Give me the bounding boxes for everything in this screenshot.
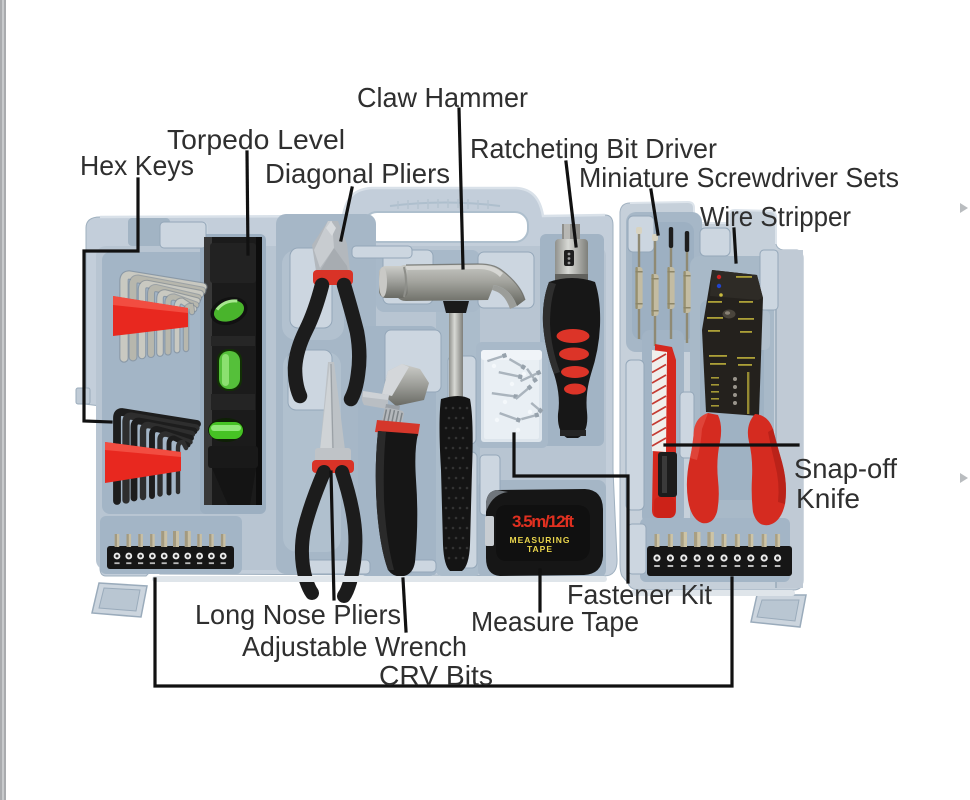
svg-text:Long Nose Pliers: Long Nose Pliers	[195, 599, 401, 630]
svg-text:3.5m/12ft: 3.5m/12ft	[512, 512, 574, 531]
svg-text:Measure Tape: Measure Tape	[471, 606, 639, 637]
svg-text:Fastener Kit: Fastener Kit	[567, 579, 712, 610]
svg-text:Adjustable Wrench: Adjustable Wrench	[242, 631, 467, 662]
svg-text:Miniature Screwdriver Sets: Miniature Screwdriver Sets	[579, 162, 899, 193]
svg-text:Wire Stripper: Wire Stripper	[700, 201, 851, 232]
svg-text:TAPE: TAPE	[527, 544, 553, 554]
svg-text:Hex Keys: Hex Keys	[80, 150, 194, 181]
svg-text:Diagonal Pliers: Diagonal Pliers	[265, 158, 450, 189]
svg-text:Ratcheting Bit Driver: Ratcheting Bit Driver	[470, 133, 717, 164]
svg-text:Snap-off: Snap-off	[794, 453, 897, 484]
svg-text:CRV Bits: CRV Bits	[379, 660, 493, 691]
svg-text:MEASURING: MEASURING	[510, 535, 571, 545]
svg-text:Claw Hammer: Claw Hammer	[357, 82, 528, 113]
svg-text:Torpedo Level: Torpedo Level	[167, 124, 345, 155]
svg-text:Knife: Knife	[796, 483, 860, 514]
